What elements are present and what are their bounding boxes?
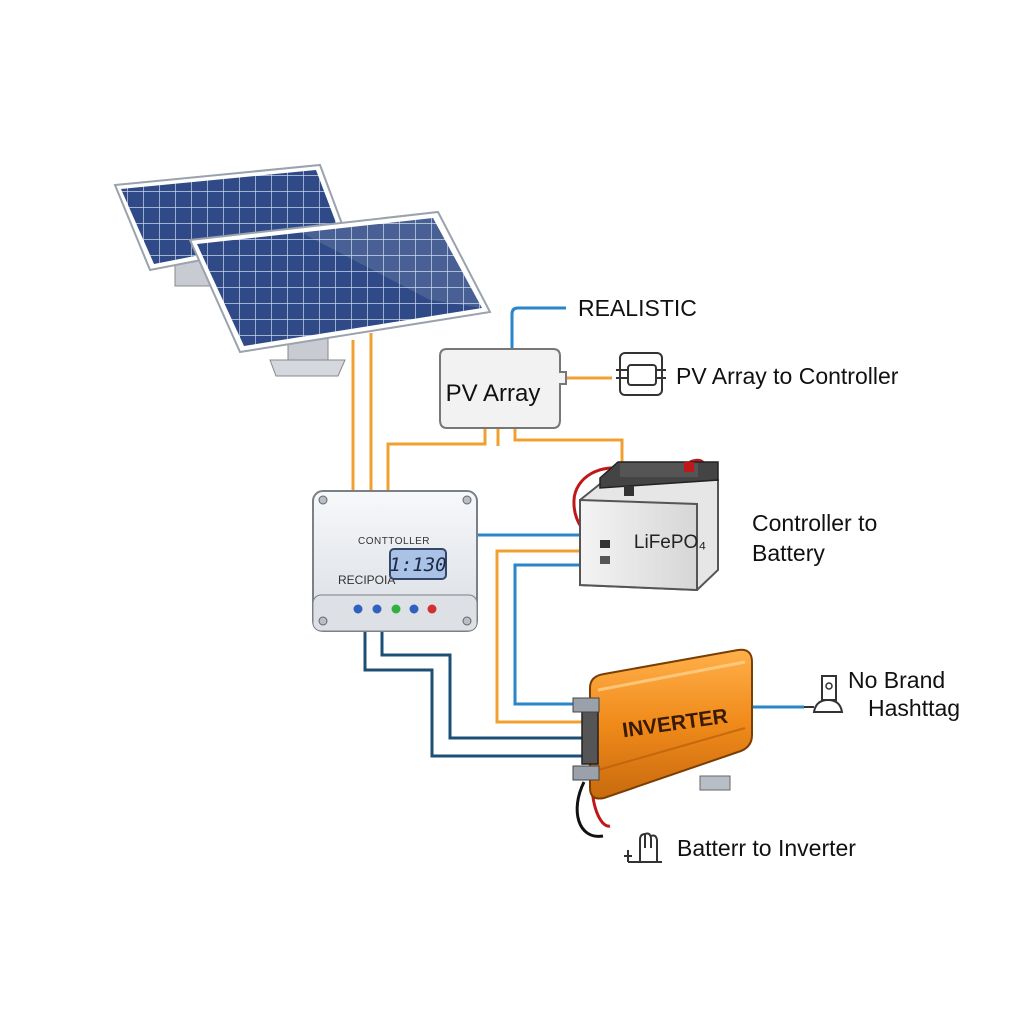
screw-bottom-right <box>462 616 472 626</box>
led-blue-1 <box>353 604 363 614</box>
wire-pvbox-to-controller <box>386 428 487 492</box>
inverter-bracket-top <box>572 697 600 713</box>
led-blue-2 <box>372 604 382 614</box>
wire-battery-to-inverter-blue <box>513 563 582 706</box>
inverter-bracket-bottom <box>572 765 600 781</box>
screw-top-left <box>318 495 328 505</box>
inverter-terminal-block <box>581 707 599 765</box>
controller-display-value: 1:130 <box>389 554 446 576</box>
label-pv-to-controller: PV Array to Controller <box>676 363 899 389</box>
label-controller-to-battery-1: Controller to <box>752 510 877 536</box>
pv-array-box-label: PV Array <box>446 380 541 407</box>
solar-panel-front <box>188 210 492 377</box>
screw-top-right <box>462 495 472 505</box>
pv-array-box: PV Array <box>439 348 567 429</box>
wire-controller-to-inverter-2 <box>380 631 582 740</box>
connector-icon <box>616 352 666 396</box>
label-controller-to-battery-2: Battery <box>752 540 825 566</box>
hand-icon <box>624 832 662 863</box>
wire-pvbox-to-battery <box>513 428 624 470</box>
controller-model: RΕCIPOIA <box>338 573 395 587</box>
charge-controller: CONTTOLLER RΕCIPOIA 1:130 <box>312 490 478 632</box>
wire-battery-to-inverter-orange <box>495 549 582 724</box>
solar-panel-back <box>113 163 347 287</box>
inverter-black-cable <box>575 781 604 838</box>
controller-lcd <box>389 548 447 580</box>
label-no-brand-1: No Brand <box>848 667 945 693</box>
led-red <box>427 604 437 614</box>
battery-terminal-negative <box>684 462 694 472</box>
wire-controller-to-inverter-1 <box>363 631 582 758</box>
label-battery-to-inverter: Batterr to Inverter <box>677 835 856 861</box>
inverter: INVERTER <box>572 648 753 800</box>
lifepo4-battery: LiFePO₄ <box>579 461 719 592</box>
led-blue-3 <box>409 604 419 614</box>
led-green <box>391 604 401 614</box>
wire-realistic-lead <box>510 306 566 350</box>
plug-icon <box>804 675 844 713</box>
controller-title: CONTTOLLER <box>358 536 430 547</box>
battery-label: LiFePO₄ <box>634 532 706 553</box>
label-no-brand-2: Hashttag <box>868 695 960 721</box>
screw-bottom-left <box>318 616 328 626</box>
battery-terminal-positive <box>624 486 634 496</box>
label-realistic: REALISTIC <box>578 295 697 321</box>
